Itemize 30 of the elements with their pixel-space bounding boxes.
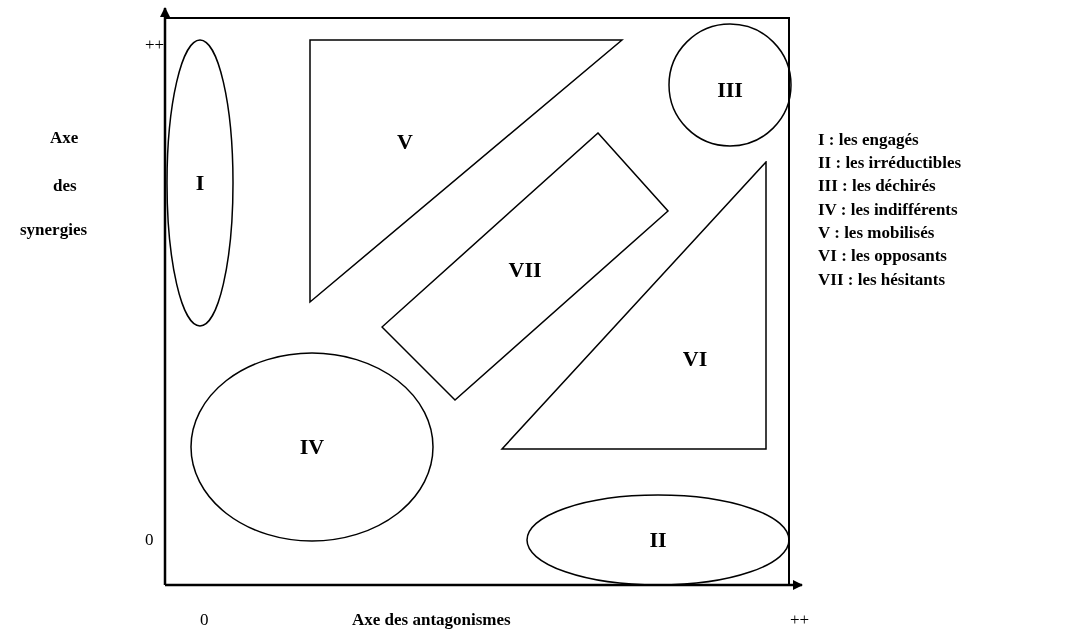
axis-label: Axe des antagonismes	[352, 611, 511, 628]
region-label: I	[195, 172, 205, 194]
region-label: VI	[682, 348, 708, 370]
ellipse-region	[526, 494, 790, 586]
rotated-rectangle-region	[381, 132, 670, 402]
legend-text: I : les engagés	[818, 131, 919, 148]
triangle-region	[500, 161, 768, 451]
axis-label: synergies	[20, 221, 88, 238]
legend-text: III : les déchirés	[818, 177, 936, 194]
axis-label: ++	[790, 611, 810, 628]
legend-text: VI : les opposants	[818, 247, 947, 264]
ellipse-region	[166, 39, 234, 327]
circle-region	[668, 23, 792, 147]
region-label: II	[649, 529, 667, 551]
ellipse-region	[190, 352, 434, 542]
triangle-region	[309, 39, 624, 304]
axis-label: 0	[145, 531, 154, 548]
legend-text: IV : les indifférents	[818, 201, 958, 218]
axis-label: Axe	[50, 129, 79, 146]
legend-text: V : les mobilisés	[818, 224, 935, 241]
legend-text: II : les irréductibles	[818, 154, 962, 171]
region-label: V	[397, 131, 413, 153]
legend-text: VII : les hésitants	[818, 271, 946, 288]
region-label: VII	[508, 259, 542, 281]
axis-label: ++	[145, 36, 165, 53]
axis-label: des	[53, 177, 77, 194]
region-label: III	[717, 79, 743, 101]
plot-frame	[165, 17, 790, 585]
region-label: IV	[299, 436, 325, 458]
axis-label: 0	[200, 611, 209, 628]
